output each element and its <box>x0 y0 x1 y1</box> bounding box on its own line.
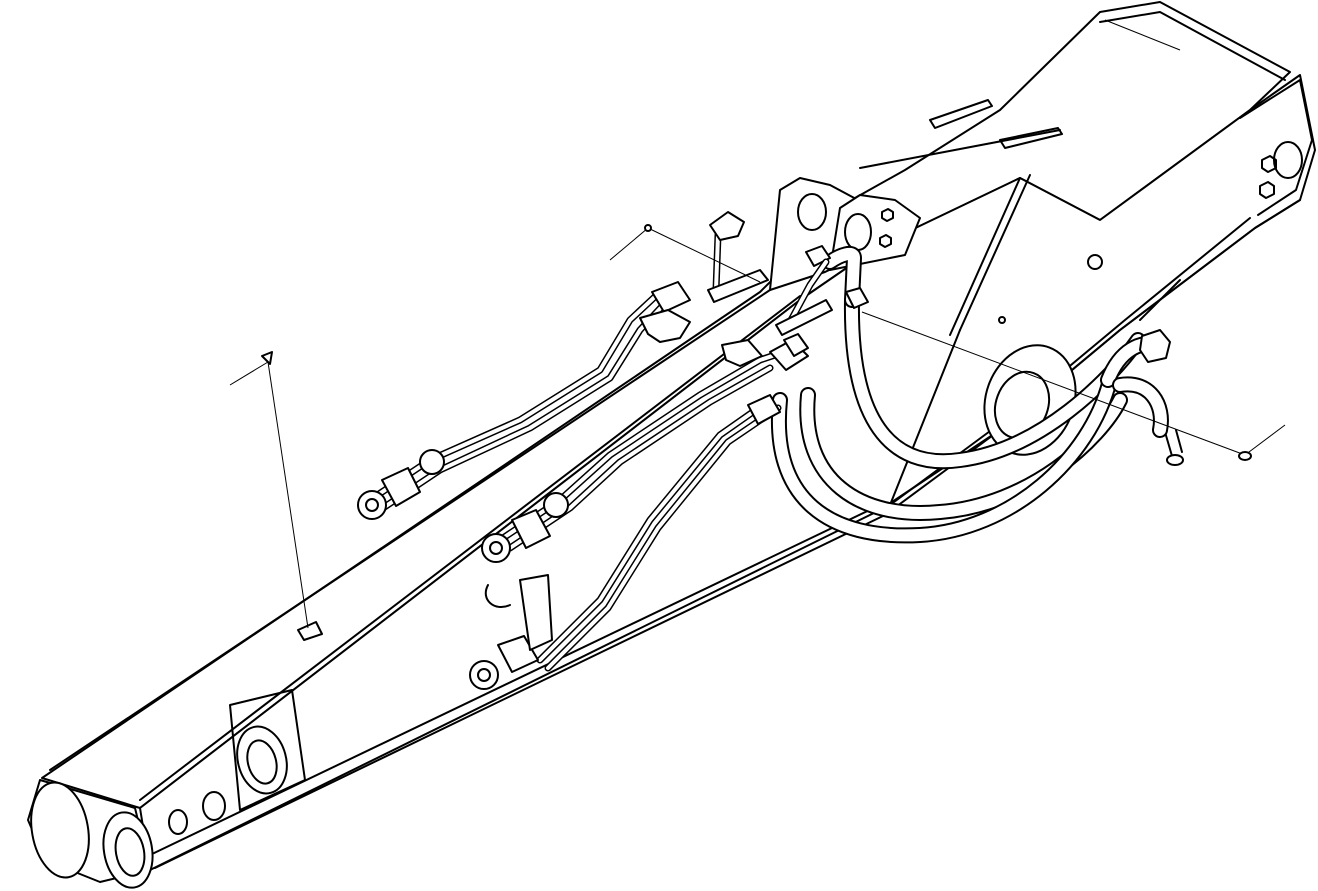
pipe-nut-3 <box>481 533 511 563</box>
bolt-shank <box>1164 429 1183 457</box>
pipe-connector-block-3 <box>497 635 539 673</box>
stiffener-strip-2 <box>999 127 1063 149</box>
boom-foot-pin-hole <box>1273 141 1303 179</box>
hose-fitting <box>1139 329 1171 363</box>
leader-line-d <box>1104 19 1181 51</box>
web-diagonal-2 <box>949 177 1021 336</box>
grease-fitting <box>1087 254 1103 270</box>
nose-reinforcement-plate <box>229 689 306 811</box>
lower-flange-line-2 <box>154 514 886 869</box>
boom-side-plate <box>139 74 1316 871</box>
pipe-nut-4 <box>543 492 569 518</box>
nose-boss-small <box>202 791 226 821</box>
plate-edge-line <box>859 129 1061 169</box>
pipe-connector-block-2 <box>511 509 551 549</box>
nose-boss-small-2 <box>168 809 188 835</box>
small-plug <box>998 316 1006 324</box>
pivot-bolt <box>881 208 894 222</box>
pipe-clamp-bracket <box>519 574 553 651</box>
pivot-bolt-2 <box>879 234 892 248</box>
rear-bracket-plate <box>1239 79 1313 216</box>
riser-base-bracket <box>707 269 769 303</box>
main-hoses <box>770 245 1171 544</box>
riser-base-bracket-2 <box>775 299 833 336</box>
pipe-bracket-clip <box>639 309 691 343</box>
stiffener-strip <box>929 99 993 129</box>
cylinder-boss-bore <box>993 370 1051 440</box>
lower-flange-line <box>149 504 881 856</box>
bolt-end <box>1166 454 1184 466</box>
pipe-nut-2 <box>419 449 445 475</box>
arm-cylinder-bore <box>246 739 278 785</box>
boom-nose <box>27 621 323 889</box>
pipe-nut-5 <box>469 660 499 690</box>
leader-marker-c <box>1238 451 1252 461</box>
nose-pin-bore <box>114 827 146 877</box>
pivot-hole-left <box>797 193 827 231</box>
leader-line-c <box>861 311 1246 456</box>
pipe-nut <box>357 490 387 520</box>
hose-clamp <box>845 287 869 309</box>
pipe-connector-block <box>381 467 421 507</box>
web-edge <box>1139 279 1181 321</box>
leader-line-c-tail <box>1244 424 1286 456</box>
leader-line-a <box>229 361 269 386</box>
riser-fitting-top <box>709 211 745 241</box>
leader-lines <box>229 19 1286 629</box>
boom-body <box>41 1 1316 871</box>
nose-pin-boss-left <box>30 781 90 879</box>
fittings <box>357 211 833 690</box>
leader-line-a-drop <box>267 361 309 629</box>
web-diagonal-3 <box>889 329 961 506</box>
pipe-connector-lower-right <box>747 394 781 425</box>
pivot-hole-right <box>844 213 872 251</box>
bolt-head-2 <box>1259 181 1275 199</box>
leader-line-b <box>609 227 649 261</box>
top-edge-line-inner <box>139 295 801 801</box>
leader-marker-b <box>644 224 652 232</box>
bolt-head <box>1261 155 1277 173</box>
riser-fitting-low <box>783 333 809 357</box>
web-diagonal <box>959 174 1031 331</box>
clamp-band <box>484 584 511 608</box>
leader-line-b-drop <box>647 227 761 283</box>
rear-bracket-edge <box>1099 11 1286 81</box>
pivot-brackets <box>769 177 921 291</box>
clip-bracket <box>297 621 323 641</box>
pipe-connector-top-right <box>651 281 691 313</box>
pipe-bracket-clip-2 <box>721 339 763 367</box>
leader-marker-a <box>261 351 273 365</box>
top-edge-line <box>49 289 771 771</box>
